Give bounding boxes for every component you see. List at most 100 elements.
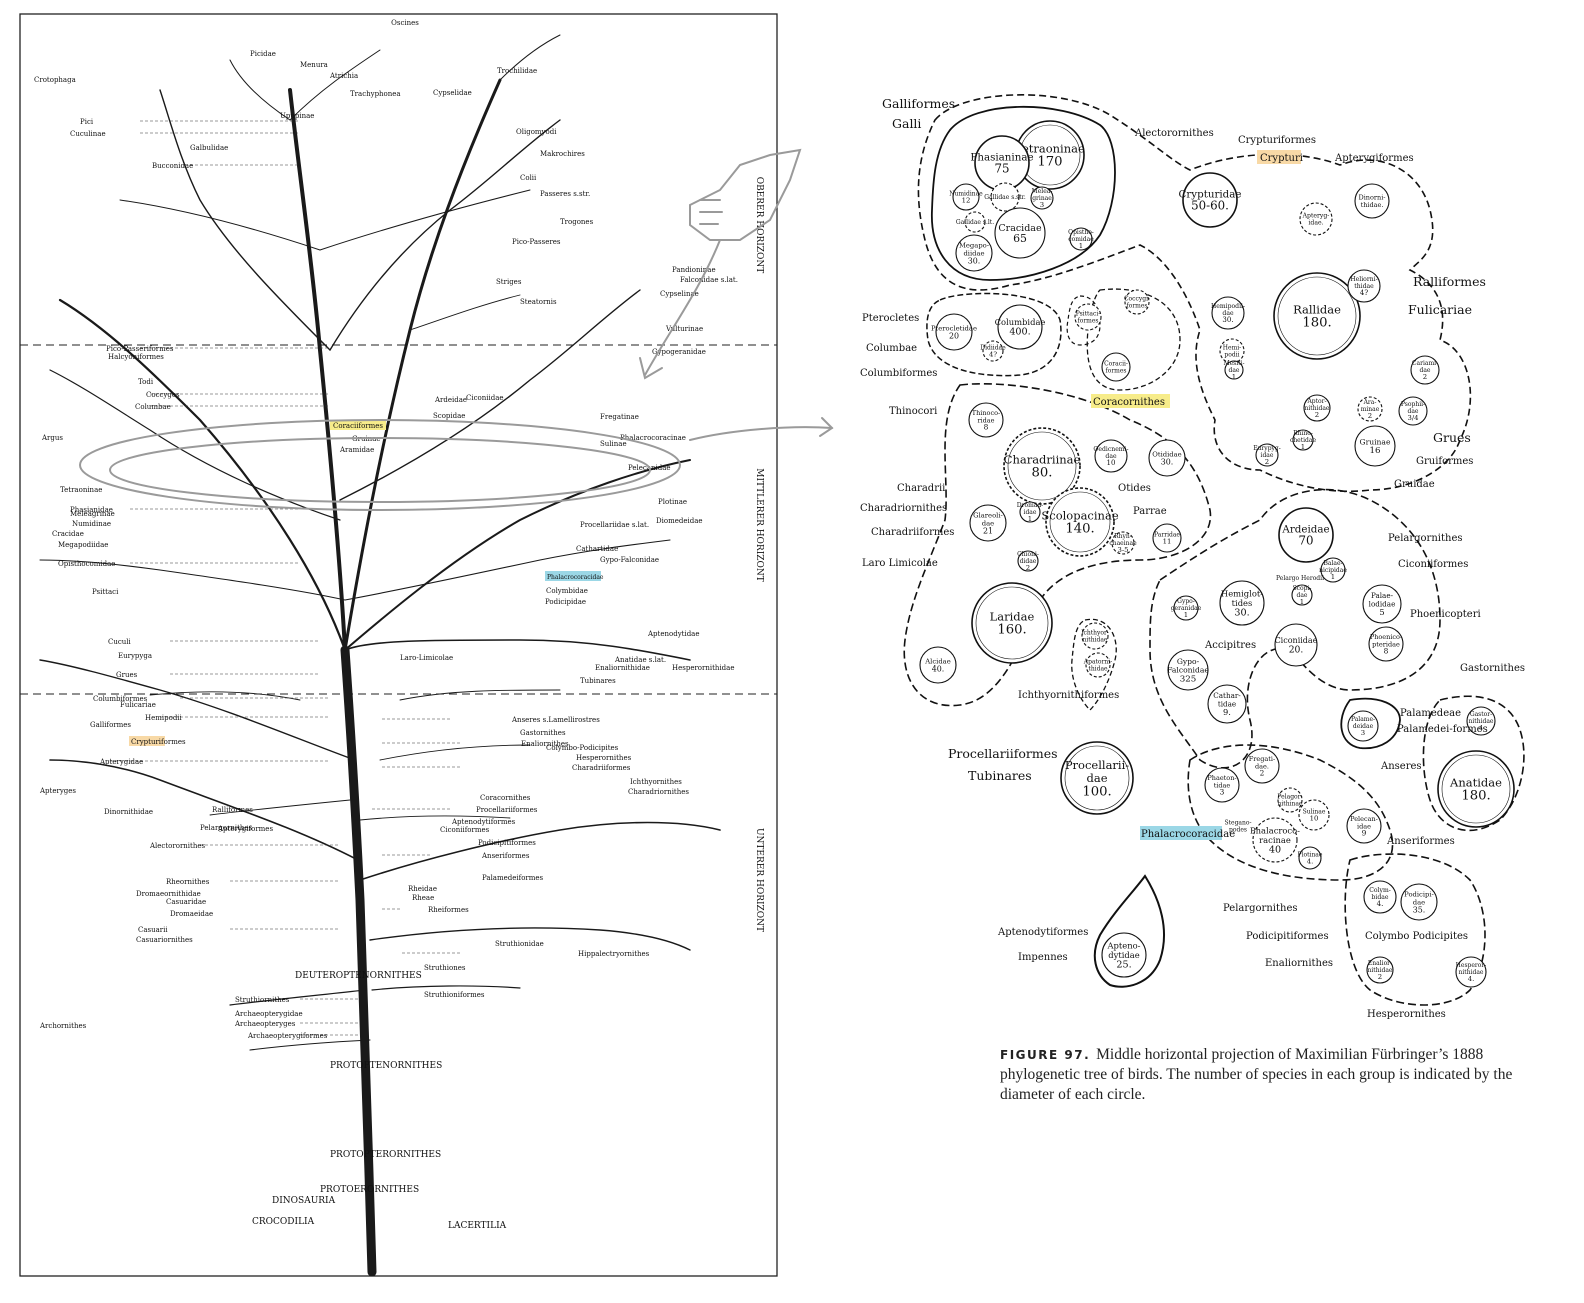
circle-count: 80. (1032, 466, 1053, 481)
circle-name: Parridae (1154, 532, 1180, 539)
circle-count: 5 (1379, 607, 1384, 617)
circle-dinornithidae: Dinorni-thidae. (1354, 183, 1390, 219)
circle-count: 4? (1360, 289, 1368, 297)
circle-name: Apteno- (1107, 940, 1141, 950)
circle-fregatidae: Fregati-dae.2 (1244, 748, 1280, 784)
tree-label: Apteryges (39, 787, 76, 795)
label-ciconiiformes: Ciconiiformes (1398, 559, 1468, 570)
circle-psittaciformes: Psittaci-formes (1074, 303, 1102, 331)
circle-shape (1081, 622, 1109, 650)
circle-name: Palae- (1371, 591, 1394, 600)
circle-name: Ciconiidae (1275, 636, 1318, 645)
circle-shape (1354, 425, 1396, 467)
tree-label: Fulicariae (120, 701, 156, 709)
tree-label: Colii (520, 174, 537, 182)
tree-label: Phasianidae (70, 506, 113, 514)
circle-count: 2 (1368, 412, 1372, 420)
circle-name: formes (1126, 303, 1147, 310)
tree-label: Ardeidae (434, 396, 467, 404)
tree-label: Cathartidae (576, 545, 618, 553)
circle-name: Chioni- (1017, 551, 1039, 558)
circle-count: 4. (1307, 858, 1314, 866)
trunk-label-protoero: PROTOERORNITHES (320, 1185, 419, 1195)
circle-name: diidae (963, 249, 984, 257)
circle-count: 1 (1184, 611, 1188, 619)
label-palamedeae: Palamedeae (1400, 708, 1461, 719)
circle-name: nithidae (1083, 637, 1108, 644)
circle-shape (952, 183, 980, 211)
tree-label: Anatidae s.lat. (614, 656, 666, 664)
circle-name: Hemiglot- (1221, 588, 1263, 598)
tree-label: Hesperornithidae (672, 664, 734, 672)
circle-name: Palame- (1351, 716, 1375, 723)
circle-shape (964, 211, 986, 233)
circle-shape (1101, 352, 1131, 382)
circle-shape (1274, 623, 1318, 667)
circle-name: thidae (1088, 666, 1108, 673)
circle-count: 11 (1163, 538, 1172, 546)
tree-label-coraciiformes-hl: Coraciiformes (333, 422, 383, 430)
circle-shape (1291, 584, 1313, 606)
tree-label: Scopidae (433, 412, 465, 420)
circle-shape (1347, 269, 1381, 303)
trunk-label-lacertilia: LACERTILIA (448, 1221, 507, 1231)
circle-name: Anatidae (1449, 775, 1502, 789)
circle-shape (1347, 710, 1379, 742)
circle-count: 180. (1302, 316, 1331, 331)
circle-shape (1368, 626, 1404, 662)
circle-name: Didiidae (980, 345, 1006, 352)
circle-name: Eurypyg- (1253, 445, 1281, 452)
annotation-ellipse (79, 419, 681, 511)
circle-count: 3 (1220, 788, 1225, 797)
circle-name: Phaeton- (1207, 774, 1236, 782)
circle-count: 25. (1116, 960, 1131, 971)
circle-count: 1 (1301, 443, 1305, 451)
label-palamedeiformes: Palamedei-formes (1397, 724, 1488, 735)
circle-count: 170 (1037, 155, 1062, 170)
circle-name: dae. (1255, 762, 1269, 770)
label-fulicariae: Fulicariae (1408, 302, 1472, 317)
circle-name: Pelecan- (1350, 815, 1378, 823)
tree-label: Bucconidae (152, 162, 193, 170)
highlight-phalacrocoracidae-right (1140, 826, 1222, 840)
circle-name: Cathar- (1213, 691, 1241, 700)
circle-name: dae (1420, 367, 1431, 374)
circle-count: 21 (983, 526, 993, 535)
circle-count: 12 (962, 197, 971, 205)
circle-name: Gallidae s.str. (984, 194, 1026, 201)
tree-label: Dromaeornithidae (136, 890, 201, 898)
label-laro-limicolae: Laro Limicolae (862, 558, 938, 569)
circle-count: 4? (989, 351, 997, 359)
circle-name: racinae (1259, 835, 1291, 845)
circle-name: tides (1232, 598, 1253, 608)
circle-count: 2 (1315, 411, 1319, 419)
circle-name: Rallidae (1293, 302, 1341, 316)
tree-label: Columbiformes (93, 695, 148, 703)
circle-name: Thinoco- (972, 409, 1000, 417)
label-charadriornithes: Charadriornithes (860, 503, 947, 514)
hand-icon (689, 148, 802, 241)
circle-name: idae (1261, 452, 1274, 459)
circle-name: dytidae (1108, 950, 1139, 960)
circle-name: idae (1024, 509, 1037, 516)
circle-name: nithinae (1278, 801, 1303, 808)
highlight-coracornithes-right (1091, 394, 1170, 408)
tree-label: Falconidae s.lat. (680, 276, 738, 284)
label-tubinares: Tubinares (968, 768, 1032, 783)
label-accipitres: Accipitres (1204, 640, 1256, 651)
circle-name: Numidinae (949, 191, 983, 198)
circle-name: Coccygi- (1124, 296, 1150, 303)
circle-name: Gallidae s.lt. (956, 219, 994, 226)
circle-steganopodes: Stegano-podes (1225, 820, 1252, 834)
label-pterocletes: Pterocletes (862, 313, 919, 324)
